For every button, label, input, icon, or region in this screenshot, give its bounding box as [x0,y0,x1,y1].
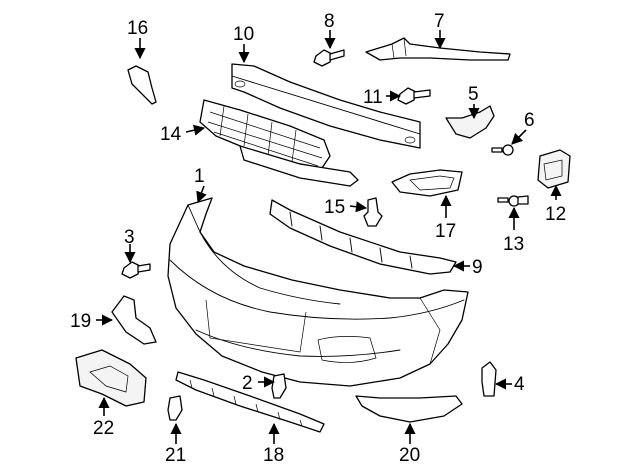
callout-22: 22 [93,418,114,439]
bolt-3-part[interactable] [121,261,151,279]
bumper-reinforcement-part[interactable] [231,63,421,149]
screw-13-part[interactable] [497,195,529,207]
callout-7: 7 [434,11,445,32]
bracket-12-part[interactable] [537,149,571,189]
callout-11: 11 [363,87,383,108]
lower-trim-part[interactable] [355,395,463,423]
callout-21: 21 [165,445,186,466]
callout-5: 5 [468,84,479,105]
bolt-8-part[interactable] [313,49,345,67]
callout-labels: 1 2 3 4 5 6 7 8 9 10 11 12 13 14 15 16 1… [70,11,566,466]
license-bracket-part[interactable] [75,349,147,407]
callout-16: 16 [127,18,148,39]
bracket-19-part[interactable] [111,295,157,345]
screw-6-part[interactable] [491,144,514,156]
energy-absorber-part[interactable] [269,199,457,275]
clip-21-part[interactable] [167,395,183,421]
upper-bracket-part[interactable] [365,37,511,61]
callout-9: 9 [472,257,483,278]
callout-6: 6 [524,110,535,131]
callout-3: 3 [124,227,135,248]
callout-8: 8 [324,11,335,32]
callout-10: 10 [233,24,254,45]
bolt-4-part[interactable] [481,361,497,397]
callout-14: 14 [160,124,182,145]
callout-13: 13 [503,234,524,255]
callout-18: 18 [263,445,284,466]
callout-19: 19 [70,311,91,332]
callout-17: 17 [435,221,456,242]
callout-20: 20 [399,445,420,466]
bumper-cover-part[interactable] [167,197,469,387]
callout-1: 1 [194,166,205,187]
clip-15-part[interactable] [363,197,383,227]
callout-12: 12 [545,204,566,225]
fog-trim-part[interactable] [391,169,463,197]
side-trim-part[interactable] [445,105,495,139]
grille-part[interactable] [199,99,359,187]
bracket-16-part[interactable] [127,65,157,105]
leader-lines [96,30,562,444]
lower-absorber-part[interactable] [175,371,325,433]
bolt-11-part[interactable] [397,87,431,105]
clip-2-part[interactable] [271,373,287,399]
callout-15: 15 [324,197,345,218]
callout-4: 4 [514,374,525,395]
callout-2: 2 [242,373,253,394]
